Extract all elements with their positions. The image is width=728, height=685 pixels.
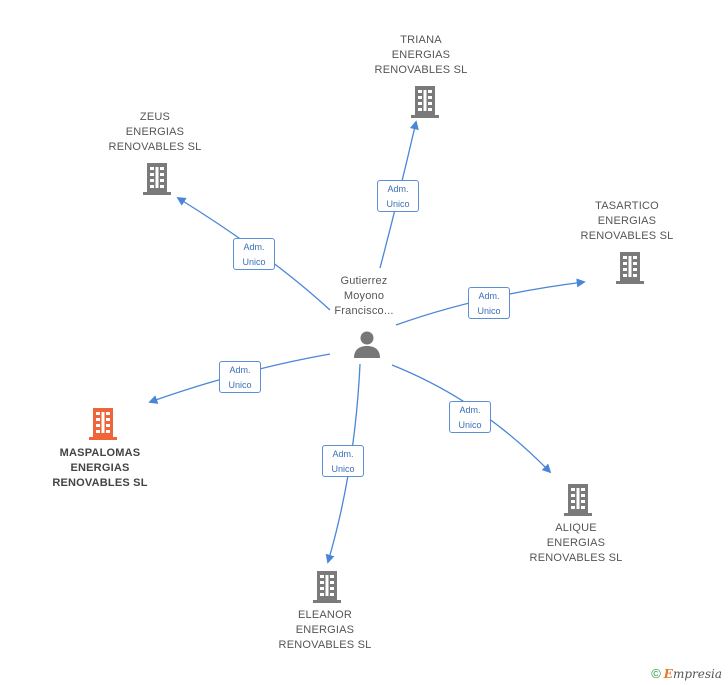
center-name-line-2: Moyono [343,290,385,302]
person-icon[interactable] [352,330,382,358]
center-person-name[interactable]: Gutierrez Moyono Francisco... [279,274,449,319]
relation-badge-maspalomas[interactable]: Adm.Unico [219,361,261,393]
building-icon[interactable] [613,250,647,284]
center-name-line-3: Francisco... [334,305,394,317]
building-icon-highlighted[interactable] [86,406,120,440]
relation-badge-tasartico[interactable]: Adm.Unico [468,287,510,319]
copyright-symbol: © [651,666,661,681]
brand-logo: Empresia [663,667,722,681]
building-icon[interactable] [561,482,595,516]
relation-badge-eleanor[interactable]: Adm.Unico [322,445,364,477]
relation-badge-triana[interactable]: Adm.Unico [377,180,419,212]
brand-footer[interactable]: ©Empresia [651,666,722,681]
relation-badge-alique[interactable]: Adm.Unico [449,401,491,433]
building-icon[interactable] [310,569,344,603]
building-icon[interactable] [140,161,174,195]
building-icon[interactable] [408,84,442,118]
center-name-line-1: Gutierrez [340,275,388,287]
relation-badge-zeus[interactable]: Adm.Unico [233,238,275,270]
